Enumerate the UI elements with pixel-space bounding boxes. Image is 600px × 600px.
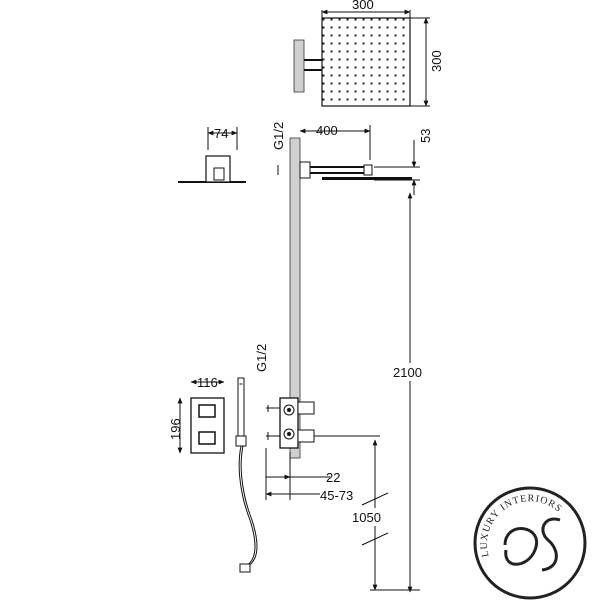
wall-box-view: 74 (178, 126, 246, 183)
wall-section (289, 137, 301, 459)
hose (238, 445, 256, 567)
bottom-connection-label: G1/2 (254, 344, 269, 372)
head-side-profile (322, 177, 412, 180)
head-height-label: 300 (429, 50, 444, 72)
front-plate: 116 196 (168, 375, 225, 454)
arm-length-label: 400 (316, 123, 338, 138)
hand-shower (235, 377, 258, 573)
brand-logo: LUXURY INTERIORS (473, 486, 587, 600)
arm-drop-label: 53 (418, 129, 433, 143)
hand-shower-head (237, 377, 245, 439)
bottom-handle (198, 431, 216, 445)
logo-circle (473, 486, 587, 600)
side-view-shower-arm: 400 53 G1/2 (271, 122, 433, 195)
top-handle (198, 404, 216, 418)
box-depth-label: 74 (214, 126, 228, 141)
logo-mark (503, 527, 539, 566)
thermostatic-valve: G1/2 22 45-73 1050 (254, 344, 390, 591)
recess-depth-label: 22 (326, 470, 340, 485)
head-width-label: 300 (352, 0, 374, 12)
head-height-from-floor-dim: 2100 (370, 192, 429, 593)
top-view-shower-head: 300 300 (293, 0, 444, 107)
plate-height-label: 196 (168, 418, 183, 440)
adjust-range-label: 45-73 (320, 488, 353, 503)
square-head (321, 17, 411, 107)
plate-width-label: 116 (197, 375, 218, 390)
floor-height-label: 2100 (393, 365, 422, 380)
top-connection-label: G1/2 (271, 122, 286, 150)
wall-section-top (293, 39, 305, 93)
wall-outlet (235, 435, 247, 447)
valve-height-label: 1050 (352, 510, 381, 525)
